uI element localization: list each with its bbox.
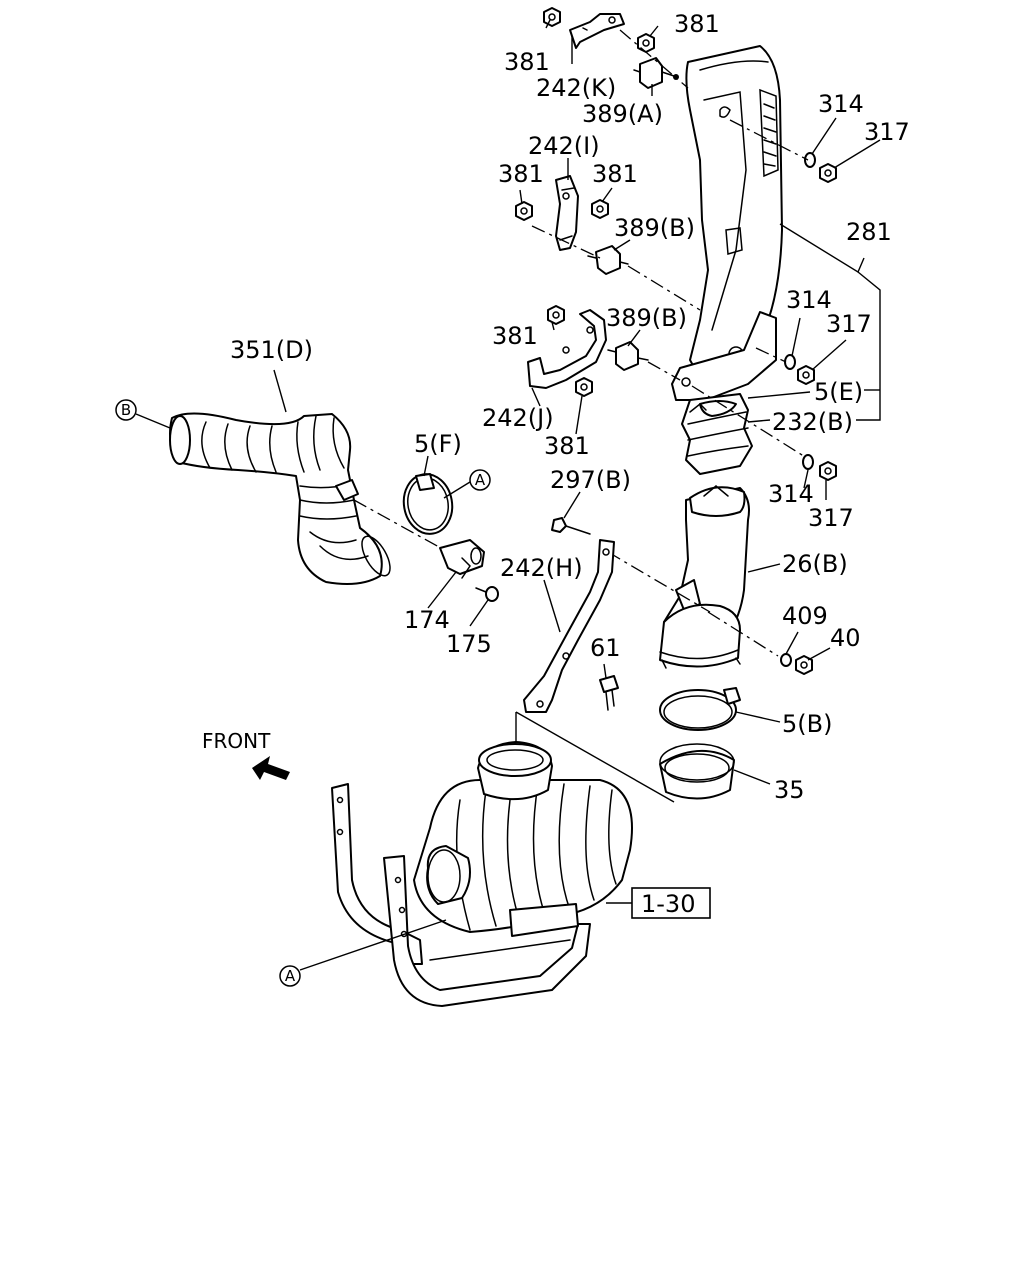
nut-381-a [543, 7, 561, 27]
centerline-314-mid [755, 347, 787, 363]
reference-box: 1-30 [606, 887, 711, 919]
nut-381-e [547, 305, 565, 325]
label-232b: 232(B) [772, 408, 853, 436]
svg-text:B: B [121, 401, 131, 419]
bracket-242i [555, 175, 579, 251]
bolt-61 [599, 675, 619, 711]
label-314: 314 [786, 286, 832, 314]
label-297b: 297(B) [550, 466, 631, 494]
screw-175 [475, 586, 499, 602]
label-5b: 5(B) [782, 710, 832, 738]
label-381: 381 [492, 322, 538, 350]
nut-317-top [819, 163, 837, 183]
label-314: 314 [818, 90, 864, 118]
nut-317-mid [797, 365, 815, 385]
ref-box-label: 1-30 [641, 890, 695, 918]
label-317: 317 [864, 118, 910, 146]
label-5e: 5(E) [814, 378, 863, 406]
leader-lines [273, 19, 881, 785]
callout-a-top: A [443, 469, 491, 499]
centerline-k [619, 29, 689, 89]
washer-314-low [802, 454, 814, 470]
label-381: 381 [674, 10, 720, 38]
label-317: 317 [826, 310, 872, 338]
label-381: 381 [592, 160, 638, 188]
leader-assembly [515, 711, 675, 803]
nut-381-d [591, 199, 609, 219]
label-61: 61 [590, 634, 621, 662]
label-35: 35 [774, 776, 805, 804]
centerline-sensor [353, 499, 449, 553]
label-175: 175 [446, 630, 492, 658]
nut-40 [795, 655, 813, 675]
label-314: 314 [768, 480, 814, 508]
bracket-242j [527, 309, 607, 389]
centerline-409 [707, 611, 779, 657]
bolt-297b [551, 517, 591, 535]
mount-389b-upper [587, 245, 629, 275]
label-174: 174 [404, 606, 450, 634]
label-242k: 242(K) [536, 74, 616, 102]
clamp-5f [402, 473, 454, 535]
label-5f: 5(F) [414, 430, 462, 458]
front-arrow-icon [252, 756, 290, 780]
label-381: 381 [544, 432, 590, 460]
mount-389b-lower [607, 341, 649, 371]
washer-314-mid [784, 354, 796, 370]
label-381: 381 [498, 160, 544, 188]
nut-317-low [819, 461, 837, 481]
label-389a: 389(A) [582, 100, 663, 128]
label-389b: 389(B) [614, 214, 695, 242]
label-40: 40 [830, 624, 861, 652]
label-409: 409 [782, 602, 828, 630]
front-label: FRONT [202, 729, 271, 753]
bracket-242k [569, 13, 625, 49]
centerline-297b [607, 551, 711, 613]
svg-text:A: A [475, 471, 486, 489]
label-381: 381 [504, 48, 550, 76]
callout-b: B [115, 399, 171, 429]
label-317: 317 [808, 504, 854, 532]
label-26b: 26(B) [782, 550, 848, 578]
centerline-314-top [729, 119, 809, 161]
nut-381-f [575, 377, 593, 397]
label-242i: 242(I) [528, 132, 600, 160]
centerline-flange [691, 385, 811, 461]
clamp-5b [659, 687, 741, 731]
part-labels: 381 381 242(K) 389(A) 314 317 242(I) 381… [230, 10, 910, 804]
duct-26b [659, 485, 750, 669]
label-242h: 242(H) [500, 554, 583, 582]
air-intake-snorkel [671, 45, 783, 475]
washer-314-top [804, 152, 816, 168]
adapter-35 [659, 743, 735, 800]
washer-409 [780, 653, 792, 667]
hose-351d [169, 412, 391, 585]
mount-389a [633, 57, 679, 89]
label-281: 281 [846, 218, 892, 246]
bracket-242h [523, 539, 615, 713]
label-351d: 351(D) [230, 336, 313, 364]
centerline-j [647, 361, 681, 381]
nut-381-c [515, 201, 533, 221]
label-389b: 389(B) [606, 304, 687, 332]
label-242j: 242(J) [482, 404, 554, 432]
air-cleaner-assembly [331, 741, 633, 1007]
callout-a-bottom: A [279, 919, 447, 987]
svg-text:A: A [285, 967, 296, 985]
sensor-174 [439, 539, 485, 579]
centerline-i1 [531, 225, 601, 259]
nut-381-b [637, 33, 655, 53]
